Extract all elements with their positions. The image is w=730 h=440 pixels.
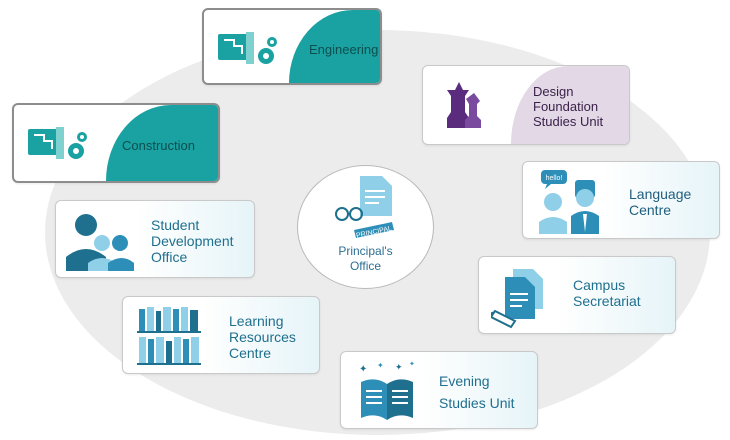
svg-text:✦: ✦ bbox=[409, 360, 415, 368]
label-line: Campus bbox=[573, 277, 626, 293]
bubble-text: hello! bbox=[546, 175, 563, 182]
design-foundation-label: Design Foundation Studies Unit bbox=[533, 84, 603, 129]
label-line: Centre bbox=[629, 202, 672, 218]
people-group-icon bbox=[66, 214, 134, 271]
bookshelf-icon bbox=[137, 307, 201, 365]
label-line: Studies Unit bbox=[533, 114, 604, 129]
construction-icon bbox=[28, 127, 87, 159]
label-line: Office bbox=[349, 259, 382, 273]
engineering-icon bbox=[218, 32, 277, 64]
construction-card[interactable]: Construction bbox=[12, 103, 220, 183]
svg-text:✦: ✦ bbox=[377, 361, 384, 370]
construction-label: Construction bbox=[122, 138, 195, 153]
student-development-label: Student Development Office bbox=[151, 217, 234, 265]
label-line: Development bbox=[151, 233, 234, 249]
principal-icon: PRINCIPAL bbox=[335, 176, 394, 240]
campus-secretariat-label: Campus Secretariat bbox=[573, 277, 641, 309]
svg-text:✦: ✦ bbox=[395, 363, 403, 373]
design-pieces-icon bbox=[447, 82, 481, 128]
people-talking-icon: hello! bbox=[539, 170, 599, 234]
label-line: Student bbox=[151, 217, 200, 233]
engineering-label: Engineering bbox=[309, 42, 379, 57]
documents-pencil-icon bbox=[491, 269, 543, 329]
campus-secretariat-card[interactable]: Campus Secretariat bbox=[478, 256, 676, 334]
label-line: Office bbox=[151, 249, 188, 265]
label-line: Language bbox=[629, 186, 692, 202]
engineering-card[interactable]: Engineering bbox=[202, 8, 382, 85]
design-foundation-card[interactable]: Design Foundation Studies Unit bbox=[422, 65, 630, 145]
student-development-card[interactable]: Student Development Office bbox=[55, 200, 255, 278]
label-line: Design bbox=[533, 84, 574, 99]
label-line: Evening bbox=[439, 373, 490, 389]
label-line: Secretariat bbox=[573, 293, 641, 309]
language-centre-label: Language Centre bbox=[629, 186, 691, 218]
label-line: Studies Unit bbox=[439, 395, 515, 411]
label-line: Resources bbox=[229, 329, 296, 345]
label-line: Learning bbox=[229, 313, 284, 329]
label-line: Foundation bbox=[533, 99, 599, 114]
principals-office-node[interactable]: PRINCIPAL Principal's Office bbox=[297, 165, 434, 289]
label-line: Principal's bbox=[338, 244, 393, 258]
evening-studies-label: Evening Studies Unit bbox=[439, 370, 514, 414]
learning-resources-label: Learning Resources Centre bbox=[229, 313, 296, 361]
evening-studies-card[interactable]: ✦ ✦ ✦ ✦ Evening Studies Unit bbox=[340, 351, 538, 429]
svg-text:✦: ✦ bbox=[359, 364, 367, 375]
language-centre-card[interactable]: hello! Language Centre bbox=[522, 161, 720, 239]
label-line: Centre bbox=[229, 345, 272, 361]
open-book-icon: ✦ ✦ ✦ ✦ bbox=[359, 360, 415, 420]
principals-office-label: Principal's Office bbox=[298, 244, 433, 274]
learning-resources-card[interactable]: Learning Resources Centre bbox=[122, 296, 320, 374]
